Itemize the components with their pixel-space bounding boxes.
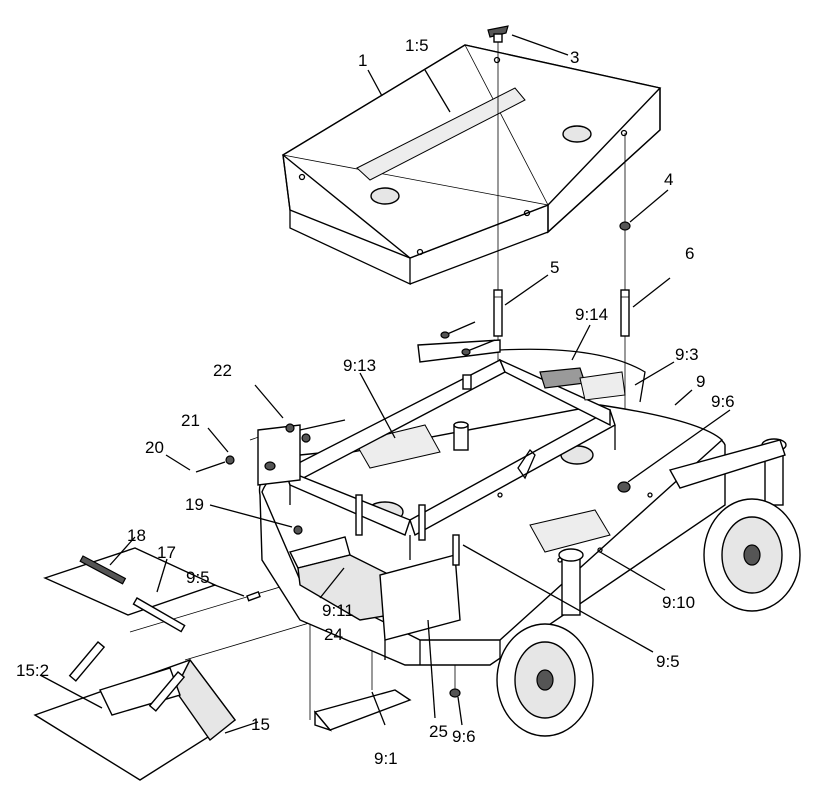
callout-9-6-upper: 9:6 [711,392,735,411]
callout-9-3: 9:3 [675,345,699,364]
callout-9-5-left: 9:5 [186,568,210,587]
callout-18: 18 [127,526,146,545]
callout-4: 4 [664,170,673,189]
callout-9: 9 [696,372,705,391]
callout-25: 25 [429,722,448,741]
front-caster-wheel-left [496,548,594,737]
callout-9-5-right: 9:5 [656,652,680,671]
callout-15-2: 15:2 [16,661,49,680]
front-caster-wheel-right [668,438,801,612]
callout-9-6-lower: 9:6 [452,727,476,746]
callout-17: 17 [157,543,176,562]
callout-3: 3 [570,48,579,67]
callout-20: 20 [145,438,164,457]
callout-5: 5 [550,258,559,277]
deflector-part [313,689,412,732]
callout-labels: 1 1:5 3 4 5 6 9:14 9:3 9 9:13 22 21 20 9… [16,36,735,768]
pin-parts [493,289,630,337]
callout-9-11: 9:11 [322,601,354,620]
callout-19: 19 [185,495,204,514]
callout-6: 6 [685,244,694,263]
callout-22: 22 [213,361,232,380]
callout-24: 24 [324,625,343,644]
bracket-part [195,419,346,486]
callout-9-10: 9:10 [662,593,695,612]
callout-9-14: 9:14 [575,305,608,324]
washer-part [619,221,631,231]
leader-lines [39,34,731,734]
plate-part [379,554,461,660]
spring-and-rod-parts [43,547,217,633]
callout-9-1: 9:1 [374,749,398,768]
top-cover-part [281,44,662,286]
callout-1-5: 1:5 [405,36,429,55]
chute-part [33,641,237,781]
callout-1: 1 [358,51,367,70]
bolt-set-top [440,321,496,356]
knob-part [487,25,509,43]
callout-9-13: 9:13 [343,356,376,375]
small-hardware [246,481,631,698]
callout-15: 15 [251,715,270,734]
callout-21: 21 [181,411,200,430]
deck-frame-part [283,339,626,560]
